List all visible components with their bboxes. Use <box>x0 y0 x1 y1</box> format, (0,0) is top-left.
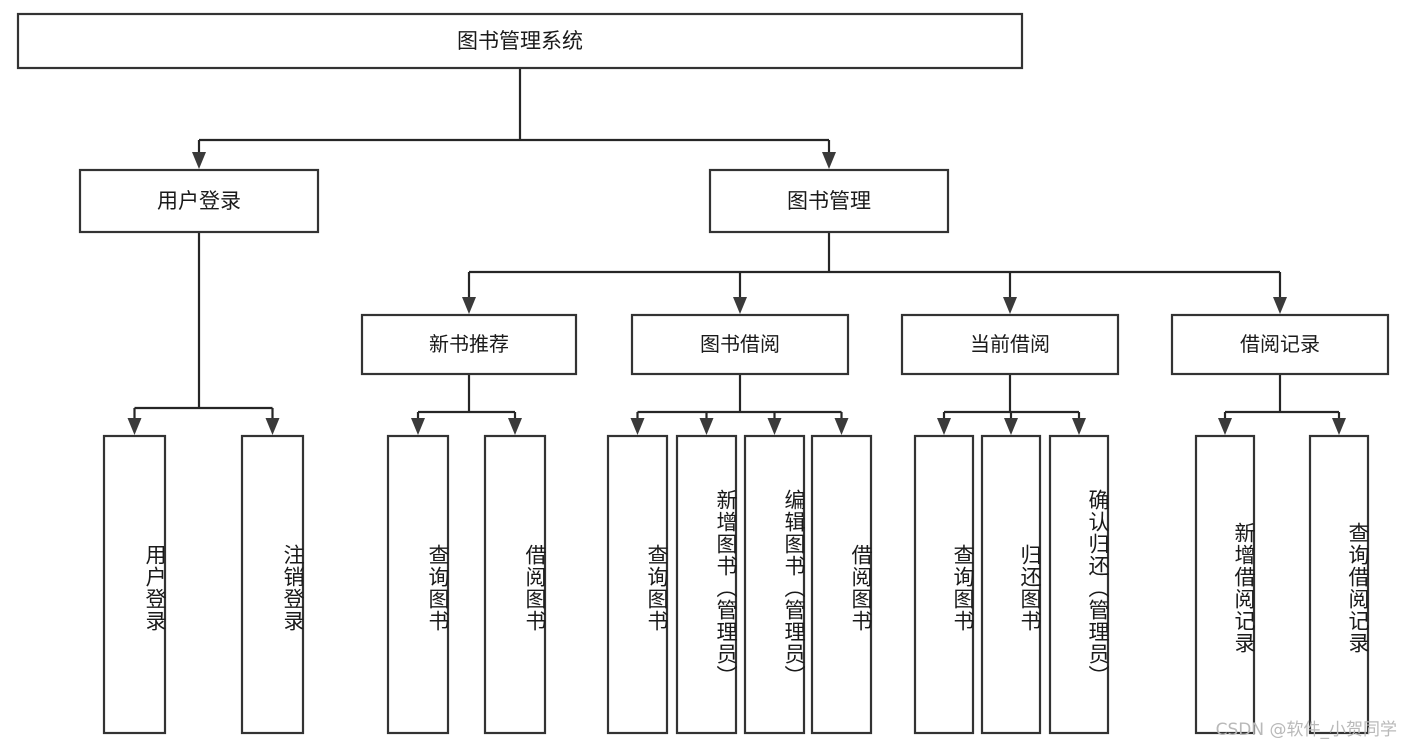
node-box-leaf-add-book <box>675 434 738 735</box>
node-leaf-logout[interactable] <box>240 434 305 735</box>
node-leaf-edit-book[interactable] <box>743 434 806 735</box>
node-label-borrow-record: 借阅记录 <box>1240 332 1320 356</box>
arrow-head-leaf-add-record <box>1218 418 1232 435</box>
connectors-layer <box>127 68 1346 435</box>
node-new-book-recommend[interactable]: 新书推荐 <box>360 313 578 376</box>
node-current-borrow[interactable]: 当前借阅 <box>900 313 1120 376</box>
arrow-head-bm-current-borrow <box>1003 297 1017 314</box>
arrow-head-leaf-borrow-book-1 <box>508 418 522 435</box>
node-leaf-user-login[interactable] <box>102 434 167 735</box>
arrow-head-leaf-return-book <box>1004 418 1018 435</box>
node-box-leaf-borrow-book-1 <box>483 434 547 735</box>
node-label-root: 图书管理系统 <box>457 29 583 53</box>
node-box-current-borrow <box>900 313 1120 376</box>
node-leaf-return-book[interactable] <box>980 434 1042 735</box>
node-box-borrow-record <box>1170 313 1390 376</box>
node-label-current-borrow: 当前借阅 <box>970 332 1050 356</box>
node-root[interactable]: 图书管理系统 <box>16 12 1024 70</box>
node-leaf-borrow-book-2[interactable] <box>810 434 873 735</box>
node-box-leaf-add-record <box>1194 434 1256 735</box>
node-box-leaf-query-book-3 <box>913 434 975 735</box>
node-leaf-query-book-3[interactable] <box>913 434 975 735</box>
node-box-leaf-borrow-book-2 <box>810 434 873 735</box>
node-box-root <box>16 12 1024 70</box>
node-label-book-manage: 图书管理 <box>787 189 871 213</box>
node-box-leaf-query-book-2 <box>606 434 669 735</box>
node-user-login[interactable]: 用户登录 <box>78 168 320 234</box>
node-borrow-record[interactable]: 借阅记录 <box>1170 313 1390 376</box>
node-book-manage[interactable]: 图书管理 <box>708 168 950 234</box>
arrow-head-leaf-query-record <box>1332 418 1346 435</box>
node-label-new-book-recommend: 新书推荐 <box>429 332 509 356</box>
arrow-head-leaf-confirm-return <box>1072 418 1086 435</box>
arrow-head-leaf-user-login <box>127 418 142 435</box>
node-label-book-borrow: 图书借阅 <box>700 332 780 356</box>
arrow-head-bm-new-book-recommend <box>462 297 476 314</box>
arrow-head-bm-borrow-record <box>1273 297 1287 314</box>
arrow-head-bm-book-borrow <box>733 297 747 314</box>
arrow-head-leaf-add-book <box>699 418 714 435</box>
node-box-book-manage <box>708 168 950 234</box>
arrow-head-leaf-query-book-3 <box>937 418 951 435</box>
node-leaf-query-book-2[interactable] <box>606 434 669 735</box>
arrow-head-leaf-logout <box>265 418 280 435</box>
arrow-head-leaf-borrow-book-2 <box>834 418 849 435</box>
arrow-head-leaf-query-book-1 <box>411 418 425 435</box>
node-leaf-add-record[interactable] <box>1194 434 1256 735</box>
node-box-leaf-edit-book <box>743 434 806 735</box>
node-leaf-query-book-1[interactable] <box>386 434 450 735</box>
node-box-leaf-user-login <box>102 434 167 735</box>
node-box-leaf-query-record <box>1308 434 1370 735</box>
node-box-book-borrow <box>630 313 850 376</box>
csdn-watermark: CSDN @软件_小贺同学 <box>1215 720 1397 740</box>
node-leaf-add-book[interactable] <box>675 434 738 735</box>
arrow-head-root-book-manage <box>822 152 836 169</box>
node-box-user-login <box>78 168 320 234</box>
node-book-borrow[interactable]: 图书借阅 <box>630 313 850 376</box>
node-leaf-confirm-return[interactable] <box>1048 434 1110 735</box>
arrow-head-leaf-query-book-2 <box>630 418 645 435</box>
node-box-new-book-recommend <box>360 313 578 376</box>
node-leaf-query-record[interactable] <box>1308 434 1370 735</box>
node-box-leaf-logout <box>240 434 305 735</box>
arrow-head-leaf-edit-book <box>767 418 782 435</box>
node-box-leaf-query-book-1 <box>386 434 450 735</box>
arrow-head-root-user-login <box>192 152 206 169</box>
node-box-leaf-confirm-return <box>1048 434 1110 735</box>
node-label-user-login: 用户登录 <box>157 189 241 213</box>
node-leaf-borrow-book-1[interactable] <box>483 434 547 735</box>
node-box-leaf-return-book <box>980 434 1042 735</box>
